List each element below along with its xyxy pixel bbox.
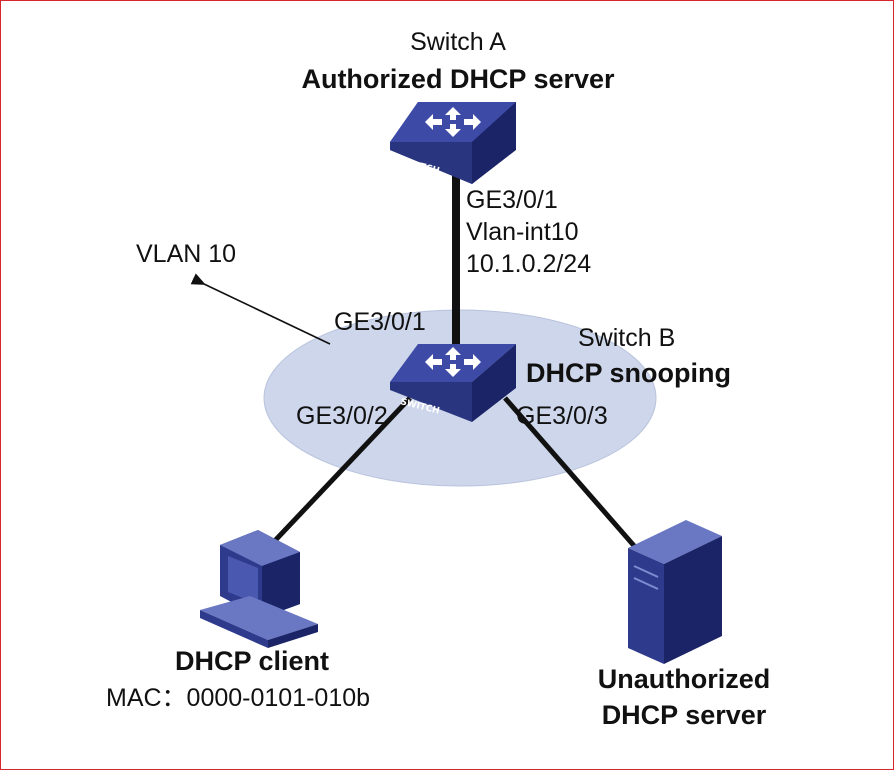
client-mac: MAC：0000-0101-010b [106, 684, 370, 712]
switch-a-name: Switch A [410, 28, 506, 56]
computer-icon[interactable] [200, 530, 318, 648]
switch-a-icon[interactable]: SWITCH [390, 102, 516, 184]
client-name: DHCP client [175, 646, 329, 676]
rogue-server-name-line2: DHCP server [602, 700, 767, 730]
switch-b-uplink-port: GE3/0/1 [334, 308, 426, 336]
switch-b-role: DHCP snooping [526, 358, 731, 388]
vlan-pointer-arrow [190, 273, 331, 345]
switch-a-ip-address: 10.1.0.2/24 [466, 250, 591, 278]
switch-b-client-port: GE3/0/2 [296, 402, 388, 430]
switch-b-server-port: GE3/0/3 [516, 402, 608, 430]
server-icon[interactable] [628, 520, 722, 664]
link-switch-b-server [503, 396, 638, 550]
switch-a-vlan-interface: Vlan-int10 [466, 218, 579, 246]
vlan-label: VLAN 10 [136, 240, 236, 268]
switch-b-name: Switch B [578, 324, 675, 352]
rogue-server-name-line1: Unauthorized [598, 664, 771, 694]
link-switch-b-client [266, 396, 412, 550]
switch-a-role: Authorized DHCP server [301, 64, 615, 94]
switch-a-port-label: GE3/0/1 [466, 186, 558, 214]
